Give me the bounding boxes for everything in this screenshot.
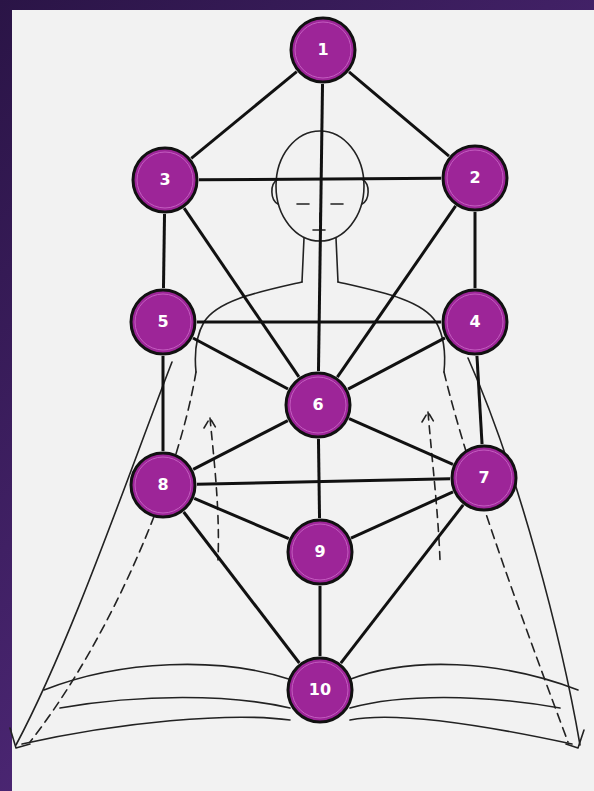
sephirah-circle: 8	[129, 451, 197, 519]
sephirah-number: 10	[309, 682, 331, 698]
circle-inner-ring	[456, 450, 512, 506]
path-line	[162, 356, 165, 451]
sephirah-circle: 2	[441, 144, 509, 212]
circle-shape	[131, 290, 195, 354]
sephirah-number: 2	[469, 170, 480, 186]
circle-shape	[291, 18, 355, 82]
right-leg-lower	[350, 717, 572, 744]
sephirah-circle: 1	[289, 16, 357, 84]
left-thigh	[44, 664, 292, 690]
path-line	[337, 206, 455, 377]
sephirah-number: 5	[157, 314, 168, 330]
path-line	[193, 421, 288, 470]
sephirah-number: 4	[469, 314, 480, 330]
ear	[362, 180, 368, 204]
sephirah-number: 6	[312, 397, 323, 413]
path-line	[349, 419, 453, 465]
circle-inner-ring	[290, 377, 346, 433]
sephirah-circle: 9	[286, 518, 354, 586]
left-leg-lower	[22, 717, 290, 744]
path-line	[349, 72, 449, 156]
circle-shape	[286, 373, 350, 437]
path-line	[319, 586, 322, 656]
sephirah-number: 9	[314, 544, 325, 560]
sephirah-circle: 10	[286, 656, 354, 724]
sephirah-number: 7	[478, 470, 489, 486]
circle-shape	[288, 658, 352, 722]
path-line	[318, 439, 319, 518]
sephirah-number: 1	[317, 42, 328, 58]
left-arm	[16, 362, 172, 745]
left-shin	[60, 698, 290, 709]
path-line	[184, 512, 300, 663]
right-arm-dashed	[444, 372, 568, 742]
circle-shape	[288, 520, 352, 584]
sephirah-circle: 6	[284, 371, 352, 439]
path-line	[193, 338, 288, 389]
circle-inner-ring	[137, 152, 193, 208]
circle-shape	[443, 146, 507, 210]
circle-inner-ring	[447, 294, 503, 350]
right-foot	[566, 730, 584, 748]
left-foot	[10, 728, 30, 748]
right-arm	[468, 358, 580, 745]
path-line	[191, 72, 296, 159]
right-shin	[350, 698, 560, 709]
circle-shape	[133, 148, 197, 212]
right-thigh	[348, 664, 578, 690]
circle-shape	[452, 446, 516, 510]
circle-shape	[131, 453, 195, 517]
path-line	[163, 214, 164, 288]
path-line	[477, 356, 482, 444]
circle-inner-ring	[292, 662, 348, 718]
path-line	[184, 208, 299, 377]
circle-inner-ring	[292, 524, 348, 580]
path-line	[197, 479, 450, 485]
path-line	[194, 498, 288, 538]
path-line	[348, 338, 445, 389]
path-line	[199, 178, 441, 180]
circle-inner-ring	[447, 150, 503, 206]
path-line	[197, 321, 441, 324]
face-lines	[313, 213, 325, 230]
path-line	[351, 492, 453, 538]
circle-inner-ring	[295, 22, 351, 78]
path-line	[474, 212, 477, 288]
sephirah-circle: 3	[131, 146, 199, 214]
circle-shape	[443, 290, 507, 354]
path-line	[341, 505, 463, 663]
sephirah-circle: 7	[450, 444, 518, 512]
left-inner-arm	[204, 418, 218, 560]
ear	[272, 180, 278, 204]
sephirah-circle: 4	[441, 288, 509, 356]
circle-inner-ring	[135, 294, 191, 350]
path-line	[318, 84, 322, 371]
sephirah-number: 3	[159, 172, 170, 188]
circle-inner-ring	[135, 457, 191, 513]
sephirah-circle: 5	[129, 288, 197, 356]
sephirah-number: 8	[157, 477, 168, 493]
right-shoulder	[338, 282, 445, 372]
